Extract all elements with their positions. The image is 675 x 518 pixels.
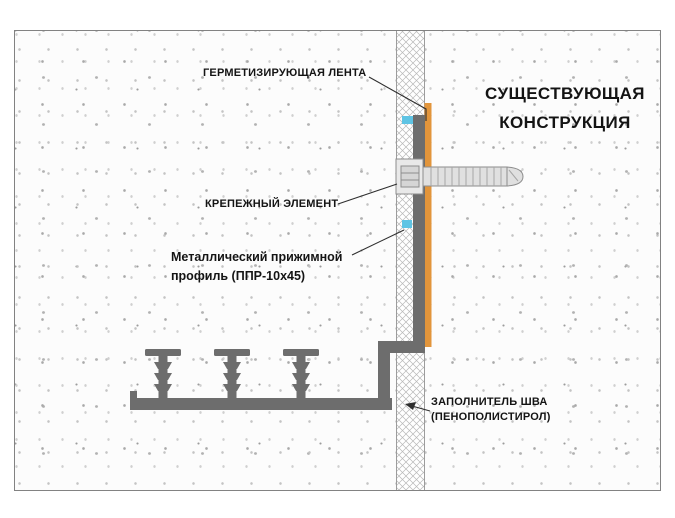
label-existing-structure-line2: КОНСТРУКЦИЯ	[499, 113, 631, 132]
label-joint-filler-line2: (ПЕНОПОЛИСТИРОЛ)	[431, 411, 551, 423]
dowel-ribs	[430, 167, 502, 186]
membrane-fixing-screw	[214, 349, 250, 398]
label-pressure-profile-line1: Металлический прижимной	[171, 250, 343, 264]
bottom-flange-bar	[130, 398, 392, 410]
anchor-assembly	[395, 158, 524, 195]
label-sealing-tape: ГЕРМЕТИЗИРУЮЩАЯ ЛЕНТА	[203, 67, 367, 79]
membrane-strip	[424, 103, 432, 347]
bolt-head-facets	[401, 172, 419, 181]
membrane-fixing-screw	[145, 349, 181, 398]
label-existing-structure: СУЩЕСТВУЮЩАЯ КОНСТРУКЦИЯ	[468, 79, 662, 137]
label-fastener: КРЕПЕЖНЫЙ ЭЛЕМЕНТ	[205, 198, 339, 210]
label-joint-filler-line1: ЗАПОЛНИТЕЛЬ ШВА	[431, 396, 548, 408]
label-pressure-profile-line2: профиль (ППР-10х45)	[171, 269, 306, 283]
leader-sealing-tape	[368, 76, 427, 121]
leader-pressure-profile	[351, 229, 405, 256]
label-existing-structure-line1: СУЩЕСТВУЮЩАЯ	[485, 84, 645, 103]
profile-vertical-leg	[413, 115, 425, 349]
bolt-head	[400, 165, 420, 188]
leader-joint-filler-arrowhead	[405, 402, 416, 410]
drawing-frame-concrete-texture	[14, 30, 661, 491]
sealing-tape-mark-mid	[402, 220, 412, 228]
leader-lines	[337, 76, 431, 412]
leader-joint-filler	[411, 405, 431, 412]
profile-bend-vertical	[378, 341, 390, 405]
sealing-tape-marks	[402, 116, 413, 228]
sealing-tape-mark-top	[402, 116, 413, 124]
leader-fastener	[337, 183, 398, 205]
label-pressure-profile: Металлический прижимной профиль (ППР-10х…	[171, 248, 342, 286]
label-joint-filler: ЗАПОЛНИТЕЛЬ ШВА (ПЕНОПОЛИСТИРОЛ)	[431, 395, 551, 425]
dowel-tip-spiral	[508, 169, 519, 182]
membrane-fixing-screw	[283, 349, 319, 398]
flange-end-lip	[130, 391, 137, 410]
